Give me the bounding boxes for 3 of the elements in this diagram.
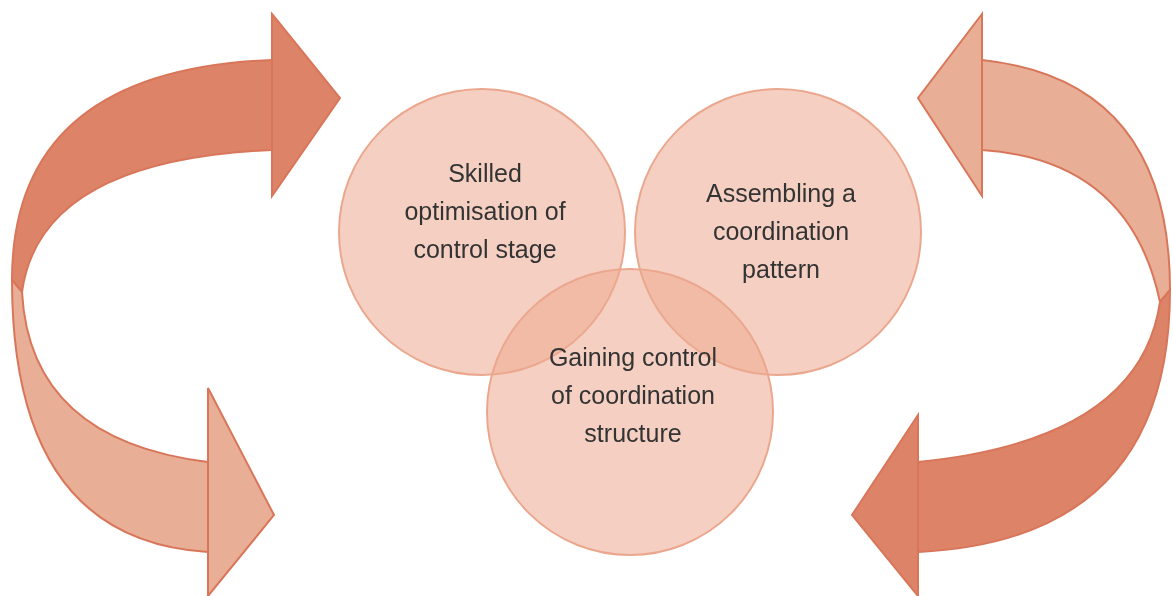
stage-label: Skilled optimisation of control stage (403, 158, 567, 265)
stage-label: Assembling a coordination pattern (704, 178, 858, 285)
stage-label: Gaining control of coordination structure (547, 342, 719, 449)
